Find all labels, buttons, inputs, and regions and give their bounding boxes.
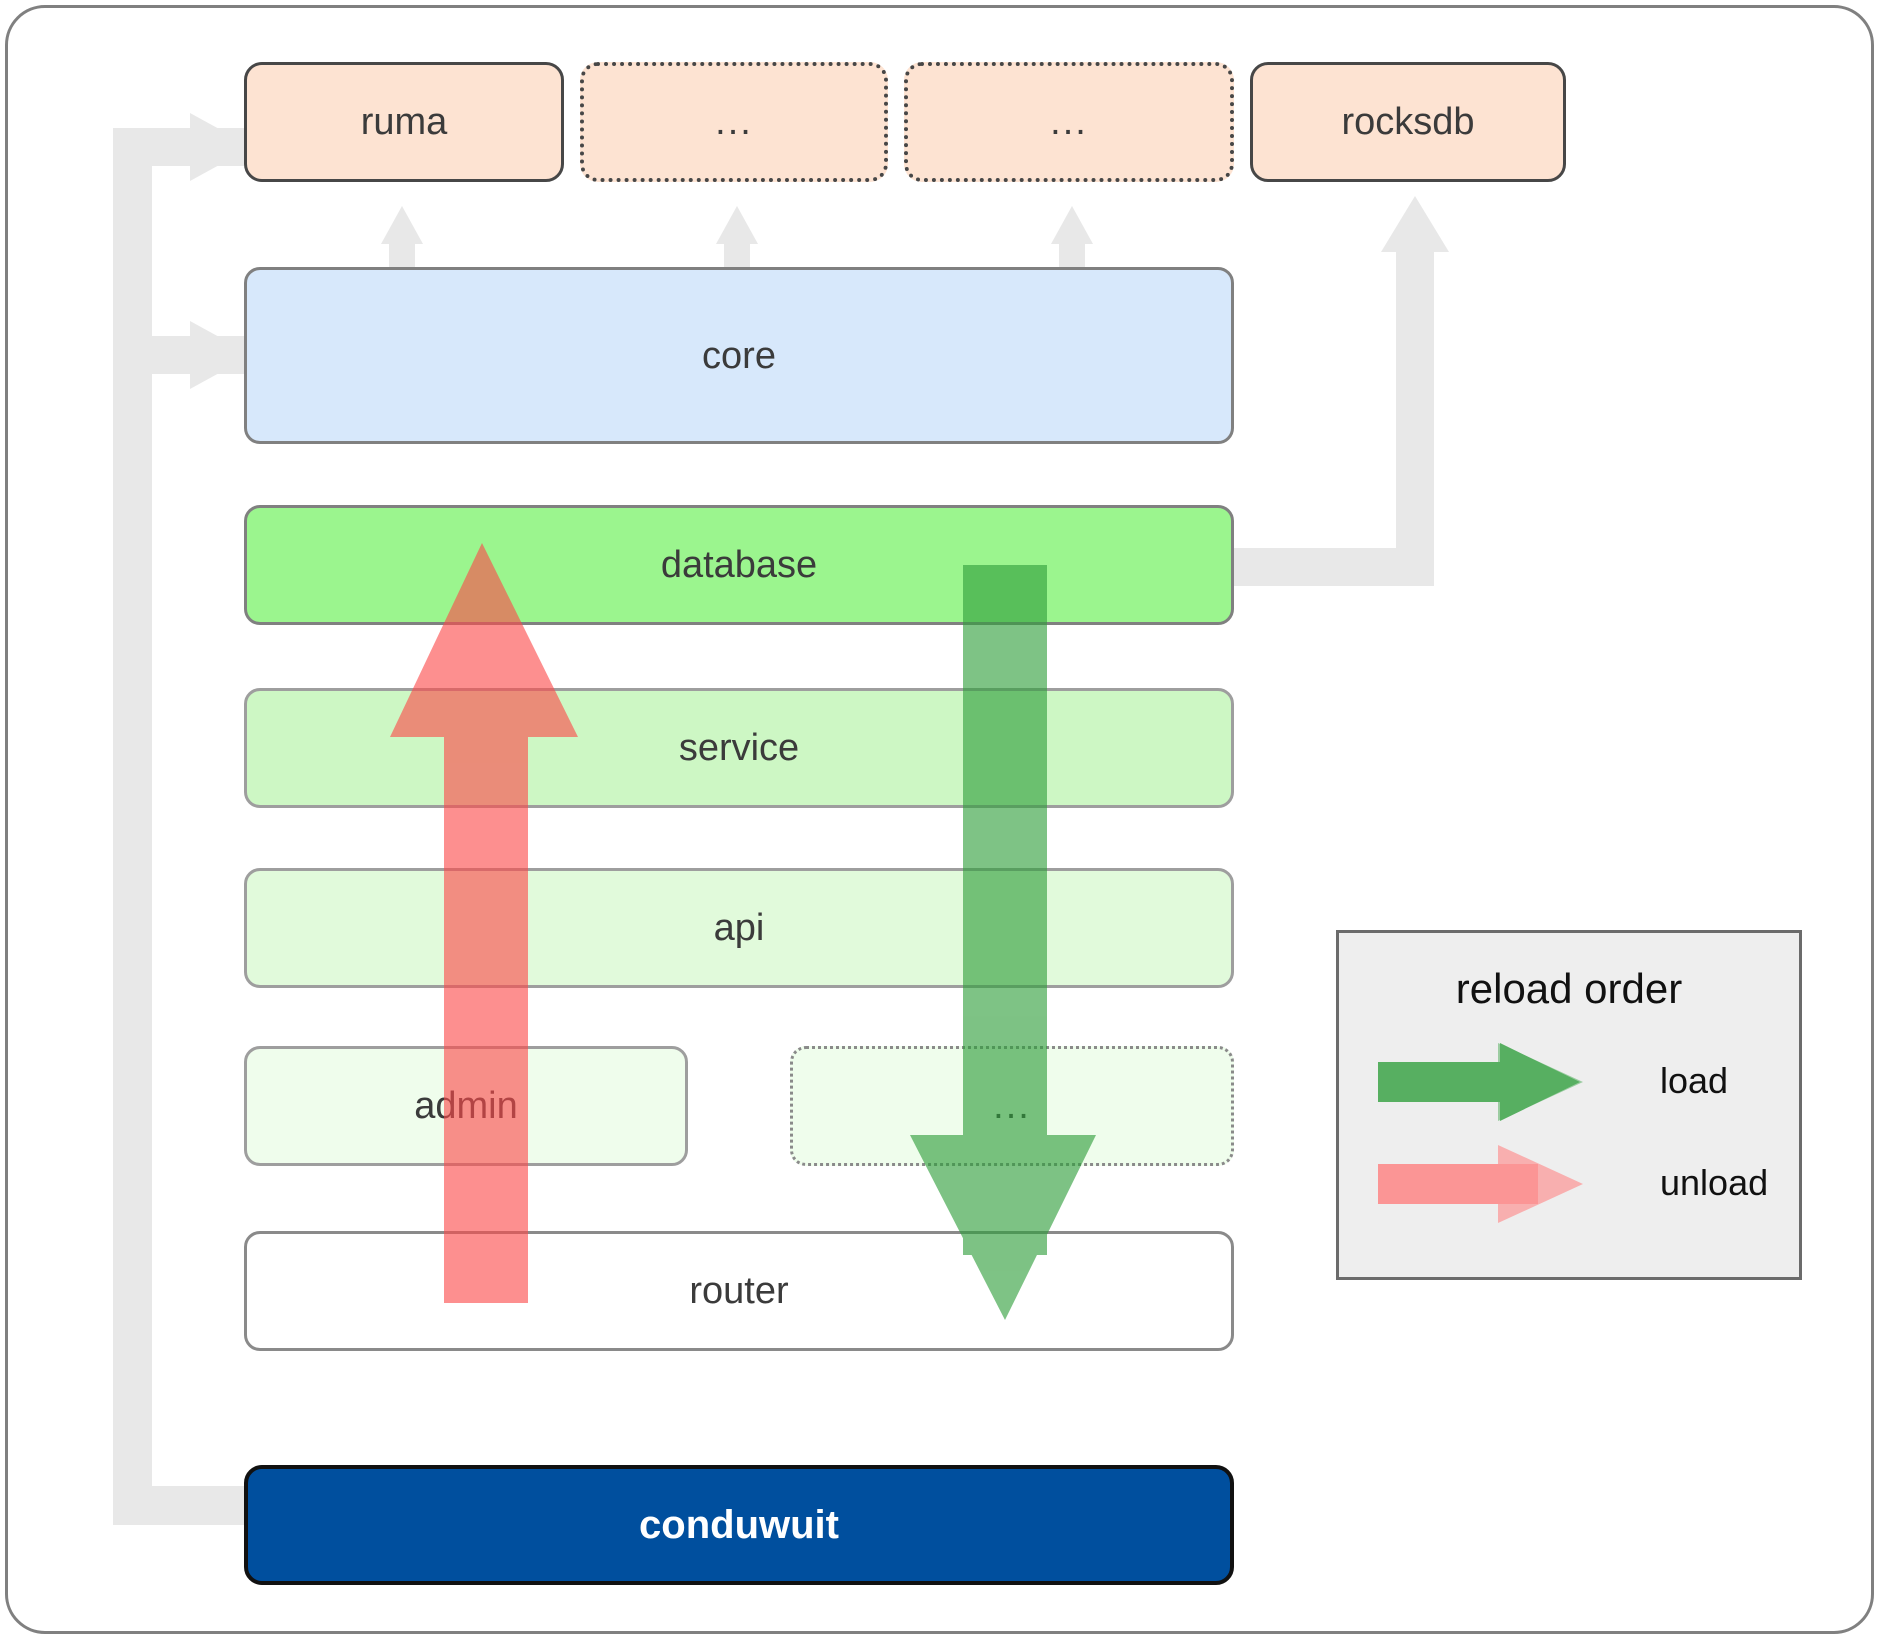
node-dependency-ellipsis-1[interactable]: ... [580,62,888,182]
node-layer-router[interactable]: router [244,1231,1234,1351]
node-dependency-ruma[interactable]: ruma [244,62,564,182]
node-label: ... [1050,101,1088,143]
node-layer-api[interactable]: api [244,868,1234,988]
diagram-frame [5,5,1874,1634]
node-dependency-ellipsis-2[interactable]: ... [904,62,1234,182]
node-label: conduwuit [639,1503,839,1547]
node-label: database [660,544,818,586]
legend-title: reload order [1455,965,1683,1012]
node-label: ruma [360,101,448,143]
node-label: api [713,907,765,949]
node-label: admin [414,1085,518,1127]
node-dependency-rocksdb[interactable]: rocksdb [1250,62,1566,182]
node-layer-admin[interactable]: admin [244,1046,688,1166]
legend-label-load: load [1660,1060,1729,1101]
node-layer-database[interactable]: database [244,505,1234,625]
node-label: ... [715,101,753,143]
node-root-conduwuit[interactable]: conduwuit [244,1465,1234,1585]
node-label: ... [993,1085,1031,1127]
node-layer-ellipsis[interactable]: ... [790,1046,1234,1166]
node-layer-service[interactable]: service [244,688,1234,808]
node-layer-core[interactable]: core [244,267,1234,444]
legend-label-unload: unload [1660,1162,1769,1203]
legend-panel: reload order [1336,930,1802,1280]
node-label: router [689,1270,789,1312]
node-label: core [702,334,776,377]
node-label: service [678,727,800,769]
node-label: rocksdb [1341,101,1475,143]
